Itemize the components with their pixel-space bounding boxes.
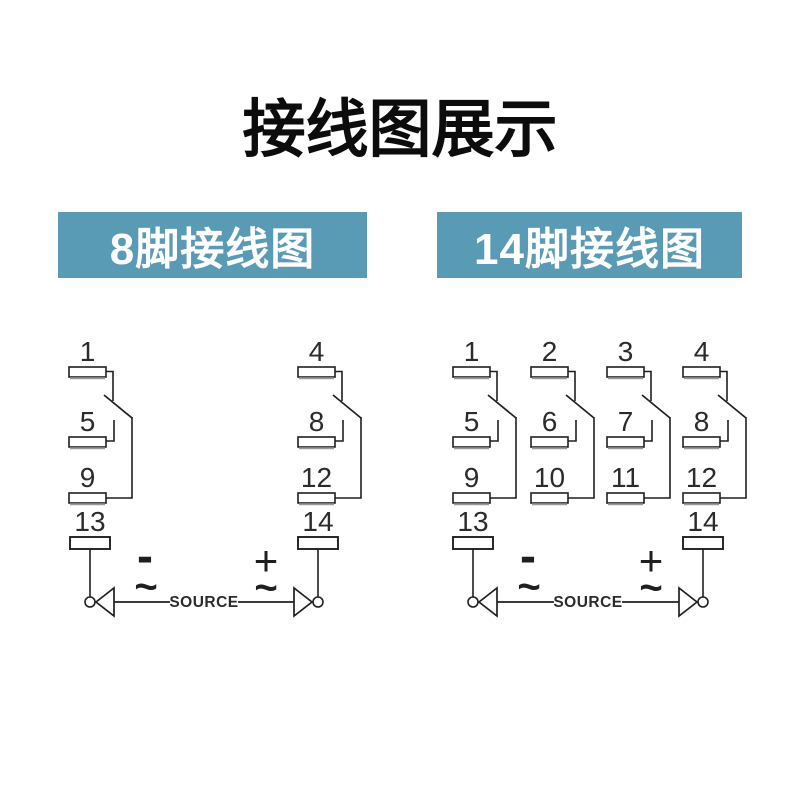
pin-terminal-9 — [68, 492, 107, 504]
pin-label-2: 2 — [542, 336, 558, 367]
terminal-circle-right — [697, 596, 709, 608]
wire-common — [490, 370, 498, 401]
source-arrow-left — [94, 586, 115, 618]
switch-blade — [717, 394, 747, 419]
terminal-circle-left — [84, 596, 96, 608]
pin-terminal-5 — [68, 436, 107, 448]
source-label-bg — [170, 593, 238, 610]
pin-terminal-4 — [682, 366, 721, 378]
ac-wave-symbol-right: ~ — [254, 566, 277, 610]
ac-wave-symbol-right: ~ — [639, 566, 662, 610]
ac-wave-symbol-left: ~ — [134, 565, 157, 609]
switch-blade — [641, 394, 671, 419]
pin-label-9: 9 — [80, 462, 96, 493]
pin-label-5: 5 — [80, 406, 96, 437]
pin-label-7: 7 — [618, 406, 634, 437]
pin-label-13: 13 — [74, 506, 105, 537]
polarity-minus-symbol: - — [137, 530, 153, 583]
wire-common — [106, 370, 114, 401]
pin-terminal-2 — [530, 366, 569, 378]
pin-terminal-5 — [452, 436, 491, 448]
wire-common — [568, 370, 576, 401]
pin-label-14: 14 — [302, 506, 333, 537]
pin-terminal-7 — [606, 436, 645, 448]
page-title: 接线图展示 — [242, 95, 558, 166]
wire-return — [106, 417, 133, 499]
source-arrow-left — [477, 586, 498, 618]
wire-return — [644, 417, 671, 499]
wire-common — [335, 370, 343, 401]
pin-label-3: 3 — [618, 336, 634, 367]
pin-label-11: 11 — [611, 462, 640, 493]
polarity-plus-symbol: + — [639, 537, 664, 584]
wire-return — [490, 417, 517, 499]
pin-label-4: 4 — [309, 336, 325, 367]
switch-blade — [332, 394, 362, 419]
pin-label-1: 1 — [464, 336, 480, 367]
pin-label-4: 4 — [694, 336, 710, 367]
source-label-bg — [554, 593, 622, 610]
pin-terminal-1 — [68, 366, 107, 378]
switch-blade — [103, 394, 133, 419]
pin-terminal-3 — [606, 366, 645, 378]
source-arrow-right — [293, 586, 314, 618]
pin-terminal-13 — [69, 536, 111, 550]
pin-label-12: 12 — [301, 462, 332, 493]
pin-label-5: 5 — [464, 406, 480, 437]
panel-header-8pin: 8脚接线图 — [58, 212, 367, 278]
polarity-plus-symbol: + — [254, 537, 279, 584]
pin-label-9: 9 — [464, 462, 480, 493]
pin-label-1: 1 — [80, 336, 96, 367]
pin-label-8: 8 — [309, 406, 325, 437]
switch-blade — [487, 394, 517, 419]
wire-common — [720, 370, 728, 401]
pin-terminal-4 — [297, 366, 336, 378]
pin-label-12: 12 — [686, 462, 717, 493]
wire-return — [568, 417, 595, 499]
polarity-minus-symbol: - — [520, 530, 536, 583]
pin-label-10: 10 — [534, 462, 565, 493]
pin-terminal-8 — [682, 436, 721, 448]
panel-header-14pin: 14脚接线图 — [437, 212, 742, 278]
pin-terminal-12 — [682, 492, 721, 504]
pin-terminal-6 — [530, 436, 569, 448]
wire-common — [644, 370, 652, 401]
wire-nc-contact — [568, 420, 577, 442]
switch-blade — [565, 394, 595, 419]
pin-terminal-9 — [452, 492, 491, 504]
wire-nc-contact — [106, 420, 115, 442]
pin-label-8: 8 — [694, 406, 710, 437]
source-arrow-right — [678, 586, 699, 618]
pin-label-13: 13 — [457, 506, 488, 537]
pin-label-14: 14 — [687, 506, 718, 537]
terminal-circle-right — [312, 596, 324, 608]
wire-return — [720, 417, 747, 499]
pin-terminal-13 — [452, 536, 494, 550]
pin-terminal-14 — [297, 536, 339, 550]
pin-terminal-1 — [452, 366, 491, 378]
pin-terminal-10 — [530, 492, 569, 504]
wire-nc-contact — [644, 420, 653, 442]
pin-terminal-12 — [297, 492, 336, 504]
source-label: SOURCE — [169, 594, 238, 611]
ac-wave-symbol-left: ~ — [517, 565, 540, 609]
wire-return — [335, 417, 362, 499]
pin-label-6: 6 — [542, 406, 558, 437]
wire-nc-contact — [720, 420, 729, 442]
pin-terminal-8 — [297, 436, 336, 448]
terminal-circle-left — [467, 596, 479, 608]
pin-terminal-14 — [682, 536, 724, 550]
wire-nc-contact — [335, 420, 344, 442]
source-label: SOURCE — [553, 594, 622, 611]
wire-nc-contact — [490, 420, 499, 442]
pin-terminal-11 — [606, 492, 645, 504]
